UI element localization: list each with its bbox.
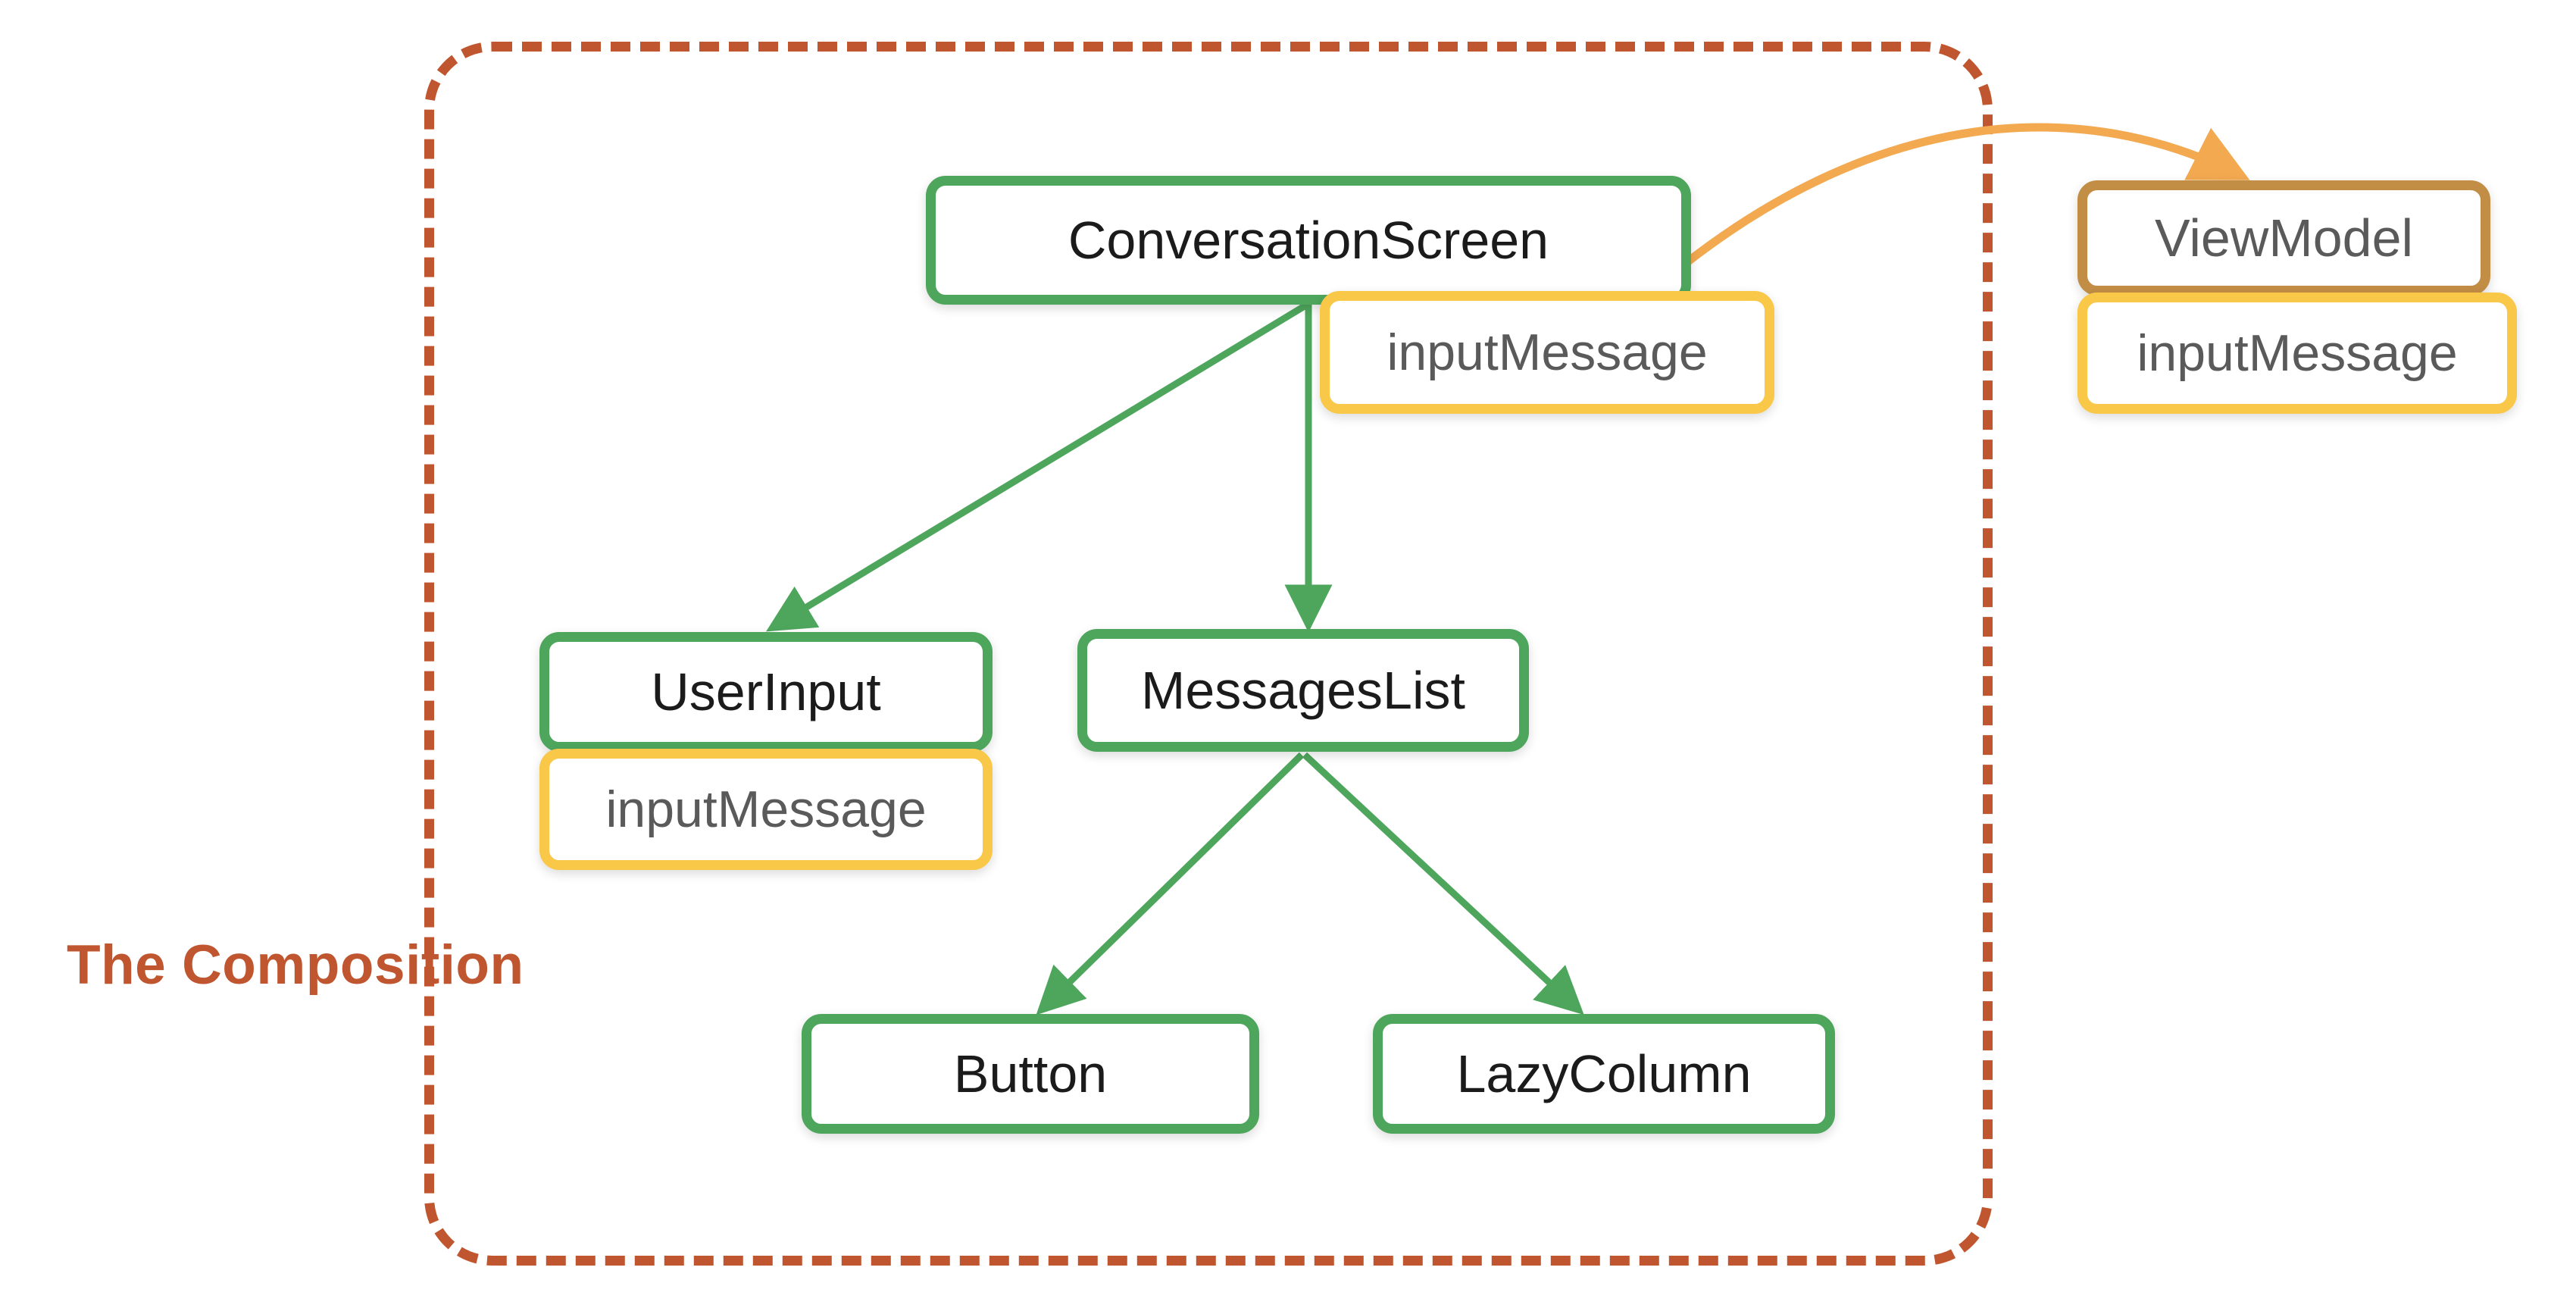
state-badge-userinput-label: inputMessage [605, 781, 927, 838]
node-lazycolumn[interactable]: LazyColumn [1373, 1014, 1835, 1134]
node-viewmodel-label: ViewModel [2154, 208, 2414, 268]
state-badge-userinput[interactable]: inputMessage [539, 749, 993, 870]
node-userinput[interactable]: UserInput [539, 632, 993, 752]
node-button[interactable]: Button [802, 1014, 1259, 1134]
state-badge-conversationscreen[interactable]: inputMessage [1320, 291, 1774, 414]
composition-boundary [424, 42, 1993, 1266]
node-messageslist[interactable]: MessagesList [1077, 629, 1529, 752]
state-badge-viewmodel[interactable]: inputMessage [2077, 293, 2517, 414]
node-conversationscreen[interactable]: ConversationScreen [926, 176, 1691, 305]
state-badge-viewmodel-label: inputMessage [2137, 324, 2458, 382]
node-lazycolumn-label: LazyColumn [1456, 1044, 1752, 1103]
node-viewmodel[interactable]: ViewModel [2077, 180, 2490, 296]
state-badge-conversationscreen-label: inputMessage [1386, 324, 1708, 381]
composition-boundary-label: The Composition [67, 934, 524, 996]
node-messageslist-label: MessagesList [1141, 661, 1465, 720]
node-button-label: Button [953, 1044, 1108, 1103]
node-conversationscreen-label: ConversationScreen [1068, 211, 1549, 270]
node-userinput-label: UserInput [651, 662, 881, 721]
